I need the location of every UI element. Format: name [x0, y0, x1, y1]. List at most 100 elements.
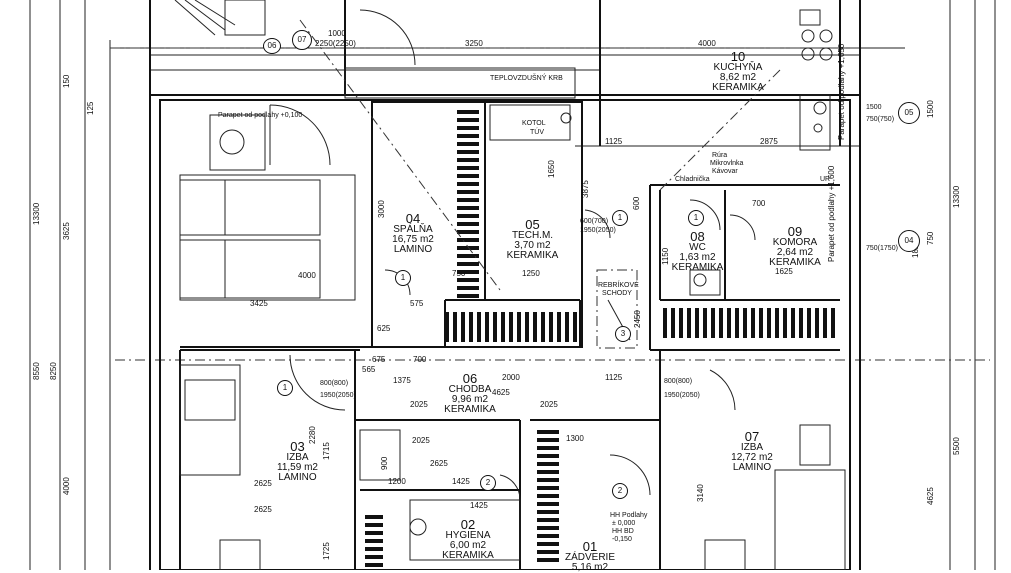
- dim-600: 600: [632, 196, 641, 210]
- oven-note: Rúra: [712, 152, 728, 159]
- hatch-stripe: [537, 446, 559, 450]
- dim-2250: 2250(2250): [315, 39, 356, 48]
- window-dim-2: 750(750): [866, 116, 895, 123]
- exterior-walls: [149, 0, 861, 570]
- room-number: 06: [462, 371, 478, 386]
- door-dim-3: 800(800): [664, 378, 693, 385]
- room-name: IZBA: [740, 442, 764, 453]
- room-floor: KERAMIKA: [442, 550, 494, 561]
- room-area: 3,70 m2: [514, 240, 551, 251]
- door-marker-3: 3: [615, 326, 631, 342]
- room-name: KOMORA: [772, 237, 818, 248]
- room-area: 5,16 m2: [571, 562, 609, 573]
- dim-1375: 1375: [393, 376, 411, 385]
- hatch-stripe: [537, 462, 559, 466]
- boiler-note: KOTOL: [522, 120, 546, 127]
- hatch-stripe: [365, 523, 383, 527]
- room-floor: LAMINO: [278, 472, 317, 483]
- hatch-stripe: [679, 308, 683, 338]
- hatched-walls: [365, 110, 835, 567]
- hatch-stripe: [457, 246, 479, 250]
- dim-4000-bed: 4000: [298, 271, 316, 280]
- hatch-stripe: [457, 142, 479, 146]
- dim-left-8550: 8550: [32, 362, 41, 380]
- hatch-stripe: [365, 563, 383, 567]
- hatch-stripe: [457, 270, 479, 274]
- room-name: CHODBA: [448, 384, 492, 395]
- room-10-label: 10 KUCHYŇA 8,62 m2 KERAMIKA: [708, 50, 768, 93]
- dim-left-125: 125: [86, 101, 95, 115]
- dim-1000: 1000: [328, 29, 346, 38]
- hatch-stripe: [365, 555, 383, 559]
- hatch-stripe: [457, 238, 479, 242]
- sill-note: Parapet od podlahy +0,100: [218, 112, 303, 119]
- hatch-stripe: [365, 547, 383, 551]
- door-marker-1d: 1: [395, 270, 411, 286]
- hatch-stripe: [775, 308, 779, 338]
- hatch-stripe: [663, 308, 667, 338]
- dim-1425-a: 1425: [452, 477, 470, 486]
- dim-right-13300: 13300: [952, 185, 961, 208]
- hatch-stripe: [457, 134, 479, 138]
- door-swings: [269, 9, 756, 501]
- hatch-stripe: [365, 531, 383, 535]
- hatch-stripe: [457, 214, 479, 218]
- floor-level-note: HH Podlahy: [610, 512, 648, 519]
- dim-625: 625: [377, 324, 391, 333]
- door-marker-1c: 1: [277, 380, 293, 396]
- dim-1150: 1150: [661, 247, 670, 265]
- dim-2000-chodba: 2000: [502, 373, 520, 382]
- grid-marker-04: 04: [898, 230, 920, 252]
- door-marker-1: 1: [612, 210, 628, 226]
- hatch-stripe: [537, 558, 559, 562]
- room-name: WC: [689, 242, 706, 253]
- dimension-lines: [29, 0, 996, 570]
- fireplace-note: TEPLOVZDUŠNÝ KRB: [490, 75, 563, 82]
- hatch-stripe: [719, 308, 723, 338]
- dim-right-5500: 5500: [952, 437, 961, 455]
- hatch-stripe: [461, 312, 465, 342]
- hatch-stripe: [537, 550, 559, 554]
- hatch-stripe: [537, 502, 559, 506]
- dim-2280: 2280: [308, 426, 317, 444]
- hatch-stripe: [533, 312, 537, 342]
- dim-1300: 1300: [566, 434, 584, 443]
- hatch-stripe: [517, 312, 521, 342]
- hatch-stripe: [687, 308, 691, 338]
- bd-level-note: HH BD: [612, 528, 634, 535]
- room-area: 1,63 m2: [679, 252, 716, 263]
- dim-675: 675: [372, 355, 386, 364]
- dim-1725: 1725: [322, 542, 331, 560]
- hatch-stripe: [457, 110, 479, 114]
- hatch-stripe: [565, 312, 569, 342]
- hatch-stripe: [537, 470, 559, 474]
- hatch-stripe: [457, 126, 479, 130]
- dim-2025-a: 2025: [410, 400, 428, 409]
- grid-marker-07: 07: [292, 30, 312, 50]
- hatch-stripe: [485, 312, 489, 342]
- room-area: 16,75 m2: [392, 234, 434, 245]
- dim-700-b: 700: [413, 355, 427, 364]
- door-dim-5: 800(800): [320, 380, 349, 387]
- room-floor: KERAMIKA: [769, 257, 821, 268]
- room-floor: LAMINO: [732, 462, 772, 473]
- hatch-stripe: [501, 312, 505, 342]
- hatch-stripe: [457, 286, 479, 290]
- hatch-stripe: [445, 312, 449, 342]
- hatch-stripe: [457, 294, 479, 298]
- room-03-label: 03 IZBA 11,59 m2 LAMINO: [270, 440, 325, 483]
- terrace-steps: [174, 0, 266, 36]
- room-floor: KERAMIKA: [671, 262, 724, 273]
- interior-walls: [179, 101, 840, 570]
- hatch-stripe: [767, 308, 771, 338]
- hatch-stripe: [557, 312, 561, 342]
- hatch-stripe: [457, 118, 479, 122]
- hatch-stripe: [457, 254, 479, 258]
- hatch-stripe: [453, 312, 457, 342]
- hatch-stripe: [537, 526, 559, 530]
- dim-left-8250: 8250: [49, 362, 58, 380]
- hatch-stripe: [735, 308, 739, 338]
- dim-4625-chodba: 4625: [492, 388, 510, 397]
- dim-2875: 2875: [760, 137, 778, 146]
- hatch-stripe: [541, 312, 545, 342]
